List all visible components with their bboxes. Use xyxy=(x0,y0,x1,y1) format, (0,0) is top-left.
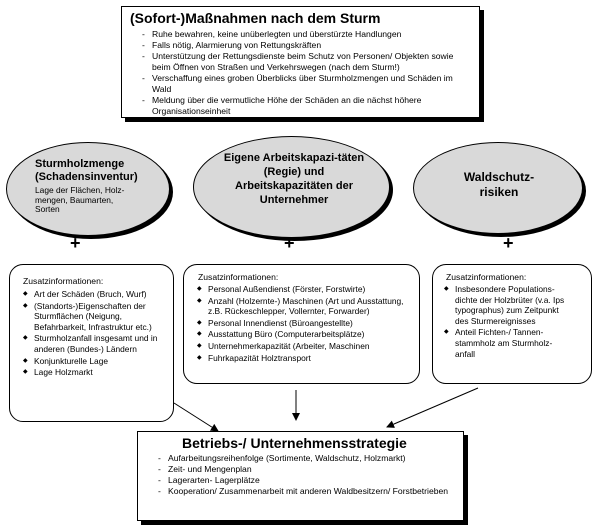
ellipse-storm-wood-subtitle: Lage der Flächen, Holz-mengen, Baumarten… xyxy=(35,185,125,215)
immediate-measures-title: (Sofort-)Maßnahmen nach dem Sturm xyxy=(130,10,381,26)
list-item: Sturmholzanfall insgesamt und in anderen… xyxy=(20,333,158,354)
plus-sign-left: + xyxy=(70,233,81,253)
list-item: Lagerarten- Lagerplätze xyxy=(138,475,458,486)
info-box-forest-protection: Zusatzinformationen: Insbesondere Popula… xyxy=(432,264,592,384)
plus-sign-right: + xyxy=(503,233,514,253)
list-item: Zeit- und Mengenplan xyxy=(138,464,458,475)
info-box-heading: Zusatzinformationen: xyxy=(23,276,104,286)
ellipse-storm-wood-volume: Sturmholzmenge (Schadensinventur) Lage d… xyxy=(6,142,170,236)
list-item: Kooperation/ Zusammenarbeit mit anderen … xyxy=(138,486,458,497)
list-item: Fuhrkapazität Holztransport xyxy=(194,353,414,364)
plus-sign-center: + xyxy=(284,233,295,253)
list-item: Personal Innendienst (Büroangestellte) xyxy=(194,318,414,329)
list-item: Insbesondere Populations-dichte der Holz… xyxy=(441,284,567,326)
ellipse-forest-protection-risks: Waldschutz-risiken xyxy=(413,142,583,234)
info-box-heading: Zusatzinformationen: xyxy=(446,272,527,282)
list-item: Unterstützung der Rettungsdienste beim S… xyxy=(122,51,474,73)
list-item: Anzahl (Holzernte-) Maschinen (Art und A… xyxy=(194,296,414,317)
strategy-box: Betriebs-/ Unternehmensstrategie Aufarbe… xyxy=(137,431,464,521)
list-item: Ruhe bewahren, keine unüberlegten und üb… xyxy=(122,29,474,40)
info-box-list: Personal Außendienst (Förster, Forstwirt… xyxy=(194,284,414,364)
info-box-list: Art der Schäden (Bruch, Wurf) (Standorts… xyxy=(20,289,158,379)
info-box-heading: Zusatzinformationen: xyxy=(198,272,279,282)
list-item: Anteil Fichten-/ Tannen-stammholz am Stu… xyxy=(441,327,567,359)
info-box-work-capacity: Zusatzinformationen: Personal Außendiens… xyxy=(183,264,420,384)
list-item: Art der Schäden (Bruch, Wurf) xyxy=(20,289,158,300)
strategy-list: Aufarbeitungsreihenfolge (Sortimente, Wa… xyxy=(138,453,458,497)
strategy-title: Betriebs-/ Unternehmensstrategie xyxy=(182,435,407,451)
list-item: Lage Holzmarkt xyxy=(20,367,158,378)
info-box-storm-wood: Zusatzinformationen: Art der Schäden (Br… xyxy=(9,264,174,422)
ellipse-work-capacity: Eigene Arbeitskapazi-täten (Regie) und A… xyxy=(193,136,390,238)
ellipse-forest-protection-title: Waldschutz-risiken xyxy=(463,170,535,199)
ellipse-work-capacity-title: Eigene Arbeitskapazi-täten (Regie) und A… xyxy=(223,152,365,206)
arrow-left xyxy=(173,402,219,432)
ellipse-storm-wood-title: Sturmholzmenge (Schadensinventur) xyxy=(35,158,138,183)
list-item: Falls nötig, Alarmierung von Rettungskrä… xyxy=(122,40,474,51)
info-box-list: Insbesondere Populations-dichte der Holz… xyxy=(441,284,567,360)
immediate-measures-box: (Sofort-)Maßnahmen nach dem Sturm Ruhe b… xyxy=(121,6,480,118)
list-item: Personal Außendienst (Förster, Forstwirt… xyxy=(194,284,414,295)
immediate-measures-list: Ruhe bewahren, keine unüberlegten und üb… xyxy=(122,29,474,117)
list-item: Aufarbeitungsreihenfolge (Sortimente, Wa… xyxy=(138,453,458,464)
list-item: (Standorts-)Eigenschaften der Sturmfläch… xyxy=(20,301,158,333)
list-item: Unternehmerkapazität (Arbeiter, Maschine… xyxy=(194,341,414,352)
arrow-right xyxy=(386,387,479,428)
list-item: Konjunkturelle Lage xyxy=(20,356,158,367)
list-item: Verschaffung eines groben Überblicks übe… xyxy=(122,73,474,95)
list-item: Meldung über die vermutliche Höhe der Sc… xyxy=(122,95,474,117)
list-item: Ausstattung Büro (Computerarbeitsplätze) xyxy=(194,329,414,340)
